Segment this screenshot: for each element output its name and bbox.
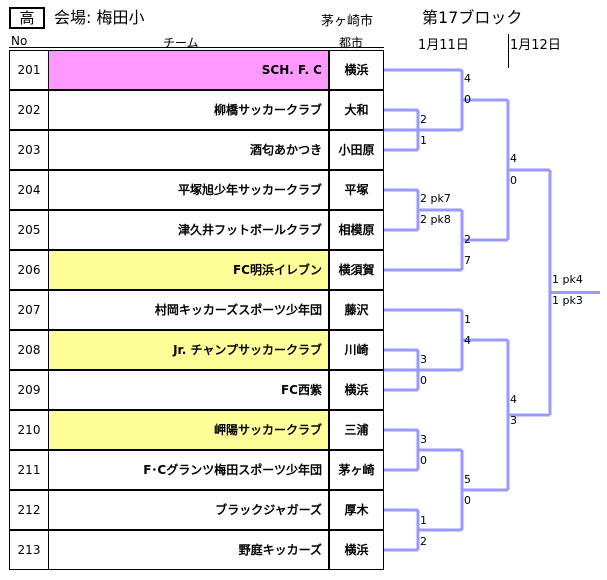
team-name: 村岡キッカーズスポーツ少年団 (48, 290, 329, 330)
team-number: 208 (9, 330, 49, 370)
team-number: 211 (9, 450, 49, 490)
team-name: ブラックジャガーズ (48, 490, 329, 530)
block-title: 第17ブロック (422, 8, 523, 27)
match-score: 3 (510, 414, 517, 427)
match-score: 1 (420, 514, 427, 527)
team-city: 川崎 (329, 330, 384, 370)
grade-badge: 高 (9, 7, 45, 29)
match-score: 1 (420, 134, 427, 147)
team-name: 津久井フットボールクラブ (48, 210, 329, 250)
team-name: FC明浜イレブン (48, 250, 329, 290)
column-header-no: No (11, 34, 28, 48)
team-number: 202 (9, 90, 49, 130)
team-city: 横浜 (329, 370, 384, 410)
team-city: 小田原 (329, 130, 384, 170)
header-rule (9, 47, 384, 48)
match-score: 4 (510, 152, 517, 165)
team-city: 大和 (329, 90, 384, 130)
match-score: 7 (464, 254, 471, 267)
team-city: 藤沢 (329, 290, 384, 330)
team-name: 平塚旭少年サッカークラブ (48, 170, 329, 210)
match-score: 4 (464, 72, 471, 85)
match-score: 1 pk3 (552, 294, 583, 307)
match-score: 1 pk4 (552, 273, 583, 286)
team-number: 213 (9, 530, 49, 570)
match-score: 0 (464, 93, 471, 106)
match-score: 2 (420, 535, 427, 548)
match-score: 2 (420, 113, 427, 126)
day2-label: 1月12日 (510, 38, 561, 53)
match-score: 0 (420, 374, 427, 387)
team-number: 209 (9, 370, 49, 410)
match-score: 0 (464, 494, 471, 507)
team-number: 205 (9, 210, 49, 250)
team-city: 横浜 (329, 50, 384, 90)
team-number: 210 (9, 410, 49, 450)
host-city: 茅ヶ崎市 (321, 14, 374, 29)
team-name: 酒匂あかつき (48, 130, 329, 170)
venue-title: 会場: 梅田小 (54, 8, 145, 27)
team-name: F･Cグランツ梅田スポーツ少年団 (48, 450, 329, 490)
team-name: Jr. チャンプサッカークラブ (48, 330, 329, 370)
team-city: 横須賀 (329, 250, 384, 290)
column-header-city: 都市 (339, 36, 364, 50)
team-number: 207 (9, 290, 49, 330)
match-score: 5 (464, 473, 471, 486)
team-city: 茅ヶ崎 (329, 450, 384, 490)
team-city: 横浜 (329, 530, 384, 570)
day1-label: 1月11日 (418, 38, 469, 53)
match-score: 0 (420, 454, 427, 467)
column-header-team: チーム (163, 36, 199, 50)
match-score: 4 (464, 334, 471, 347)
team-name: 野庭キッカーズ (48, 530, 329, 570)
team-city: 厚木 (329, 490, 384, 530)
team-city: 平塚 (329, 170, 384, 210)
team-number: 201 (9, 50, 49, 90)
team-name: 柳橋サッカークラブ (48, 90, 329, 130)
team-city: 三浦 (329, 410, 384, 450)
match-score: 2 (464, 233, 471, 246)
match-score: 4 (510, 393, 517, 406)
match-score: 1 (464, 313, 471, 326)
team-number: 212 (9, 490, 49, 530)
day-divider (508, 34, 509, 68)
match-score: 3 (420, 433, 427, 446)
team-name: FC西紫 (48, 370, 329, 410)
team-city: 相模原 (329, 210, 384, 250)
match-score: 3 (420, 353, 427, 366)
match-score: 0 (510, 174, 517, 187)
team-name: SCH. F. C (48, 50, 329, 90)
match-score: 2 pk8 (420, 213, 451, 226)
match-score: 2 pk7 (420, 192, 451, 205)
team-name: 岬陽サッカークラブ (48, 410, 329, 450)
